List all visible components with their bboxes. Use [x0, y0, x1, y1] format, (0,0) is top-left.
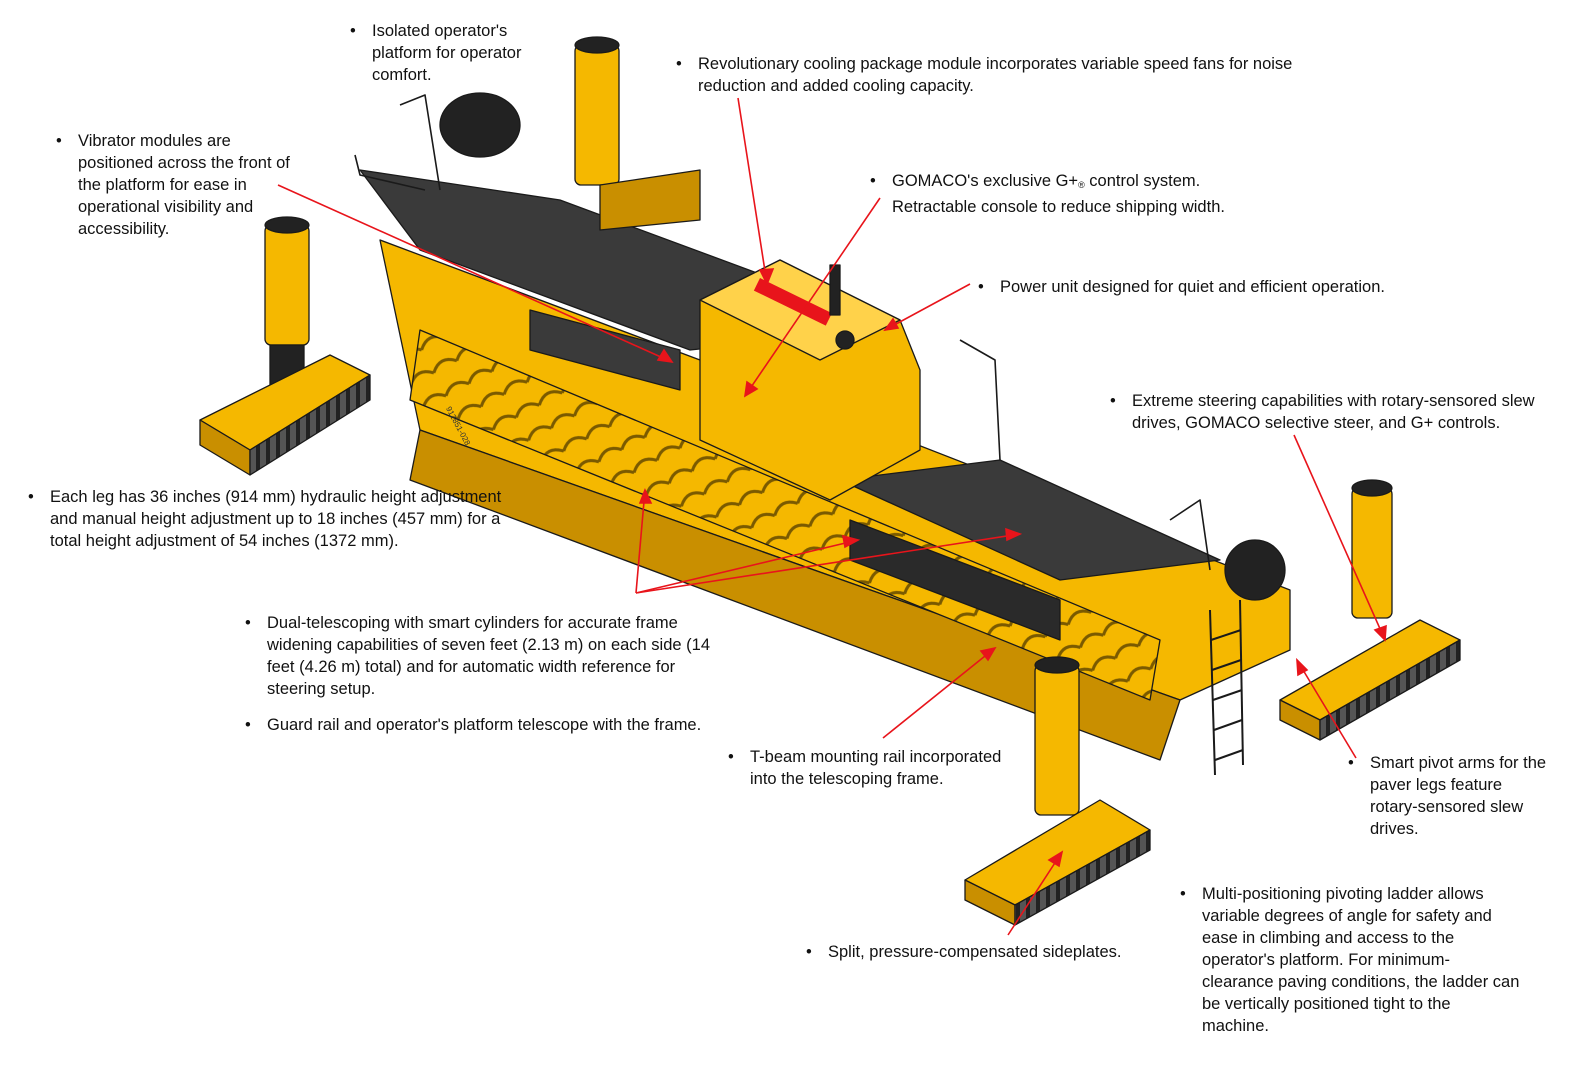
- callout-operator-platform: Isolated operator's platform for operato…: [350, 20, 560, 86]
- callout-vibrator-modules: Vibrator modules are positioned across t…: [56, 130, 296, 240]
- callout-leg-height: Each leg has 36 inches (914 mm) hydrauli…: [28, 486, 528, 552]
- callout-pivot-arms: Smart pivot arms for the paver legs feat…: [1348, 752, 1548, 840]
- callout-sideplates: Split, pressure-compensated sideplates.: [806, 941, 1156, 963]
- control-system-text: GOMACO's exclusive G+: [892, 172, 1079, 190]
- callout-cooling-package: Revolutionary cooling package module inc…: [676, 53, 1296, 97]
- control-system-text-end: control system.: [1084, 172, 1201, 190]
- callout-ladder: Multi-positioning pivoting ladder allows…: [1180, 883, 1520, 1037]
- callout-guard-rail: Guard rail and operator's platform teles…: [245, 714, 710, 736]
- registered-mark: ®: [1078, 180, 1085, 190]
- leader-lines: [277, 97, 1387, 936]
- callout-power-unit: Power unit designed for quiet and effici…: [978, 276, 1428, 298]
- callout-steering: Extreme steering capabilities with rotar…: [1110, 390, 1550, 434]
- callout-control-system: GOMACO's exclusive G+® control system. R…: [870, 170, 1270, 218]
- main-frame: [199, 36, 1461, 926]
- callout-t-beam: T-beam mounting rail incorporated into t…: [728, 746, 1028, 790]
- callout-dual-telescoping: Dual-telescoping with smart cylinders fo…: [245, 612, 710, 736]
